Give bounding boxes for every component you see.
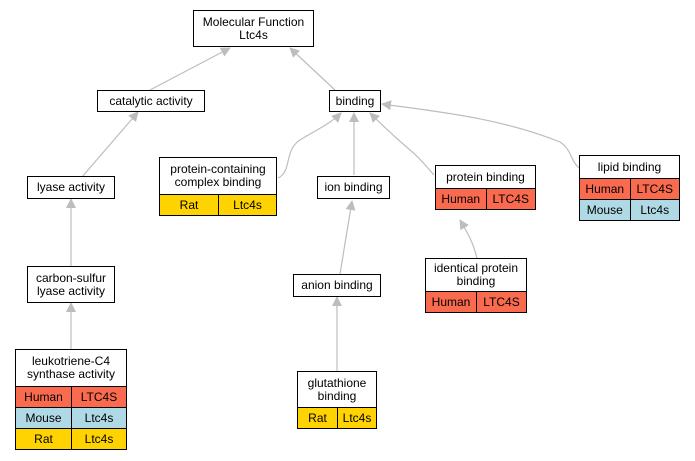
node-label: protein binding (436, 166, 535, 188)
node-label-line: protein binding (446, 169, 525, 184)
node-label-line: binding (335, 93, 375, 108)
node-label-line: protein-containing (170, 162, 266, 176)
edge-catalytic-to-root (149, 47, 231, 91)
node-lyase-activity[interactable]: lyase activity (27, 176, 115, 199)
species-cell: Human (441, 192, 481, 206)
annotation-row-rat: Rat Ltc4s (160, 194, 276, 215)
node-label-line: glutathione (307, 375, 367, 390)
node-catalytic-activity[interactable]: catalytic activity (97, 90, 205, 112)
annotation-row-mouse: Mouse Ltc4s (580, 199, 679, 220)
node-label-line: anion binding (301, 278, 373, 292)
node-label-line: binding (456, 274, 496, 288)
node-lipid-binding[interactable]: lipid binding Human LTC4S Mouse Ltc4s (579, 155, 680, 221)
edge-lyase-to-catalytic (81, 111, 139, 178)
gene-cell[interactable]: Ltc4s (71, 429, 126, 449)
node-label-line: lipid binding (597, 159, 662, 174)
annotation-row-mouse: Mouse Ltc4s (16, 407, 126, 428)
node-label-line: Molecular Function (202, 14, 305, 29)
node-label: lipid binding (580, 156, 679, 178)
gene-cell[interactable]: Ltc4s (629, 200, 680, 220)
edge-proteinbinding-to-binding (369, 112, 435, 176)
node-label: glutathione binding (298, 372, 376, 407)
annotation-row-human: Human LTC4S (426, 291, 526, 312)
node-protein-containing-complex-binding[interactable]: protein-containing complex binding Rat L… (159, 157, 277, 216)
node-label-line: leukotriene-C4 (31, 354, 111, 368)
node-label-line: synthase activity (26, 367, 116, 381)
gene-cell[interactable]: Ltc4s (218, 195, 276, 215)
species-cell: Rat (34, 432, 53, 446)
node-carbon-sulfur-lyase-activity[interactable]: carbon-sulfur lyase activity (27, 266, 115, 303)
annotation-row-rat: Rat Ltc4s (298, 407, 376, 428)
node-label: identical protein binding (426, 259, 526, 291)
node-label-line: complex binding (174, 175, 262, 189)
gene-cell[interactable]: LTC4S (629, 179, 680, 199)
gene-cell[interactable]: Ltc4s (71, 408, 126, 428)
gene-cell[interactable]: LTC4S (71, 387, 126, 407)
node-label-line: catalytic activity (109, 93, 193, 108)
node-label: protein-containing complex binding (160, 158, 276, 194)
edge-binding-to-root (289, 47, 336, 91)
gene-cell[interactable]: LTC4S (476, 292, 526, 312)
node-protein-binding[interactable]: protein binding Human LTC4S (435, 165, 536, 210)
species-cell: Human (585, 182, 625, 196)
node-label: lyase activity (28, 177, 114, 198)
node-label: ion binding (318, 177, 389, 198)
node-label: carbon-sulfur lyase activity (28, 267, 114, 302)
node-leukotriene-c4-synthase-activity[interactable]: leukotriene-C4 synthase activity Human L… (15, 349, 127, 450)
node-label: leukotriene-C4 synthase activity (16, 350, 126, 386)
node-label-line: binding (317, 388, 357, 403)
node-label-line: ion binding (324, 180, 383, 194)
node-label-line: carbon-sulfur (35, 270, 107, 285)
node-label-line: lyase activity (36, 180, 106, 194)
species-cell: Rat (179, 198, 199, 212)
edge-anionbinding-to-ionbinding (339, 200, 356, 275)
gene-cell[interactable]: Ltc4s (337, 408, 376, 428)
node-identical-protein-binding[interactable]: identical protein binding Human LTC4S (425, 258, 527, 313)
node-label: Molecular Function Ltc4s (194, 11, 313, 46)
node-anion-binding[interactable]: anion binding (293, 274, 381, 297)
edge-lipidbinding-to-binding (381, 100, 580, 169)
annotation-row-rat: Rat Ltc4s (16, 428, 126, 449)
species-cell: Rat (308, 411, 327, 425)
annotation-row-human: Human LTC4S (580, 178, 679, 199)
species-cell: Mouse (25, 411, 62, 425)
annotation-row-human: Human LTC4S (16, 386, 126, 407)
species-cell: Mouse (586, 203, 623, 217)
edge-proteincomplex-to-binding (277, 112, 342, 179)
node-binding[interactable]: binding (329, 90, 381, 112)
annotation-row-human: Human LTC4S (436, 188, 535, 209)
species-cell: Human (24, 390, 63, 404)
node-ion-binding[interactable]: ion binding (317, 176, 390, 199)
node-glutathione-binding[interactable]: glutathione binding Rat Ltc4s (297, 371, 377, 429)
node-label-line: Ltc4s (239, 27, 268, 42)
edge-identicalprotein-to-proteinbinding (459, 219, 478, 259)
node-label-line: identical protein (433, 261, 519, 275)
node-label: catalytic activity (98, 91, 204, 111)
node-label: anion binding (294, 275, 380, 296)
gene-cell[interactable]: LTC4S (485, 189, 536, 209)
node-molecular-function[interactable]: Molecular Function Ltc4s (193, 10, 314, 47)
node-label: binding (330, 91, 380, 111)
species-cell: Human (431, 295, 471, 309)
node-label-line: lyase activity (36, 283, 106, 298)
